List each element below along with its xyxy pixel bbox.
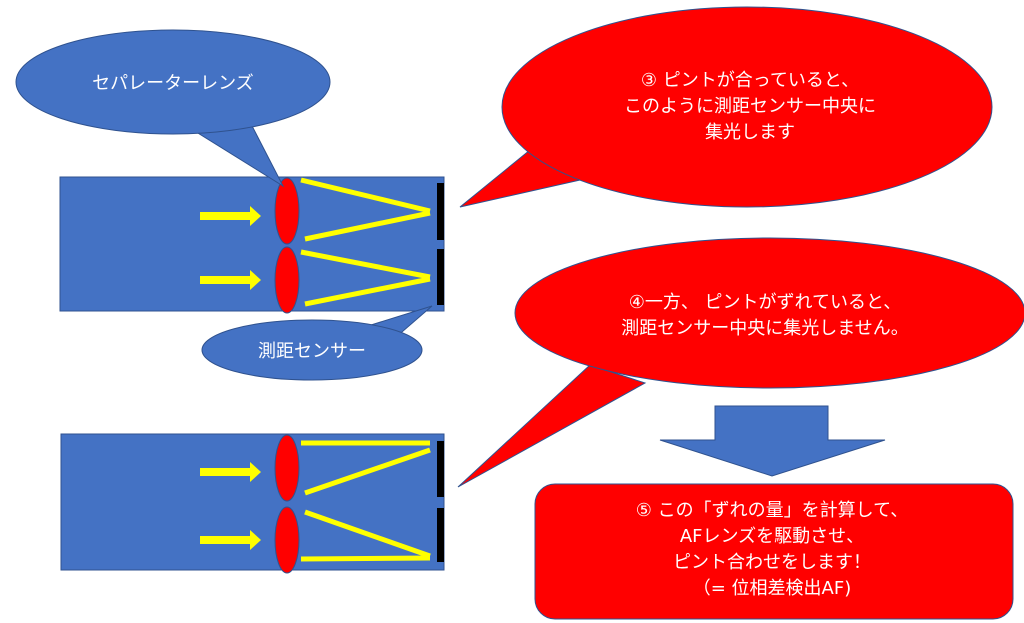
step5-box: ⑤ この「ずれの量」を計算して、 AFレンズを駆動させ、 ピント合わせをします！… xyxy=(534,483,1014,620)
step3-line: このように測距センサー中央に xyxy=(624,96,876,117)
down-arrow-icon xyxy=(659,405,886,477)
step4-line: ④一方、 ピントがずれていると、 xyxy=(629,292,902,313)
af-sensor-callout: 測距センサー xyxy=(201,305,433,381)
af-sensor-bar xyxy=(437,508,444,562)
af-sensor-bar xyxy=(437,249,444,305)
separator-lens-callout: セパレーターレンズ xyxy=(15,29,331,188)
separator-lens xyxy=(274,506,300,574)
out-of-focus-block xyxy=(60,433,445,574)
separator-lens xyxy=(274,246,300,314)
step5-line: ⑤ この「ずれの量」を計算して、 xyxy=(636,500,908,521)
step3-line: ③ ピントが合っていると、 xyxy=(641,70,859,91)
af-sensor-bar xyxy=(437,441,444,497)
step4-line: 測距センサー中央に集光しません。 xyxy=(621,318,908,339)
light-rays xyxy=(300,177,431,307)
light-arrow-icon xyxy=(200,530,261,550)
step3-line: 集光します xyxy=(705,122,795,143)
separator-lens xyxy=(274,177,300,245)
step5-line: （= 位相差検出AF) xyxy=(693,578,852,599)
step5-line: AFレンズを駆動させ、 xyxy=(680,526,864,547)
step3-callout: ③ ピントが合っていると、 このように測距センサー中央に 集光します xyxy=(459,6,993,208)
light-arrow-icon xyxy=(200,270,261,290)
separator-lens xyxy=(274,434,300,502)
light-arrow-icon xyxy=(200,462,261,482)
light-rays xyxy=(300,440,431,562)
step4-callout: ④一方、 ピントがずれていると、 測距センサー中央に集光しません。 xyxy=(457,237,1024,488)
separator-lens-label: セパレーターレンズ xyxy=(92,73,254,94)
in-focus-block xyxy=(59,176,445,314)
light-arrow-icon xyxy=(200,206,261,226)
af-sensor-bar xyxy=(437,183,444,240)
camera-body-box xyxy=(60,433,445,571)
af-sensor-label: 測距センサー xyxy=(258,341,366,362)
step5-line: ピント合わせをします！ xyxy=(673,552,871,573)
camera-body-box xyxy=(59,176,445,312)
